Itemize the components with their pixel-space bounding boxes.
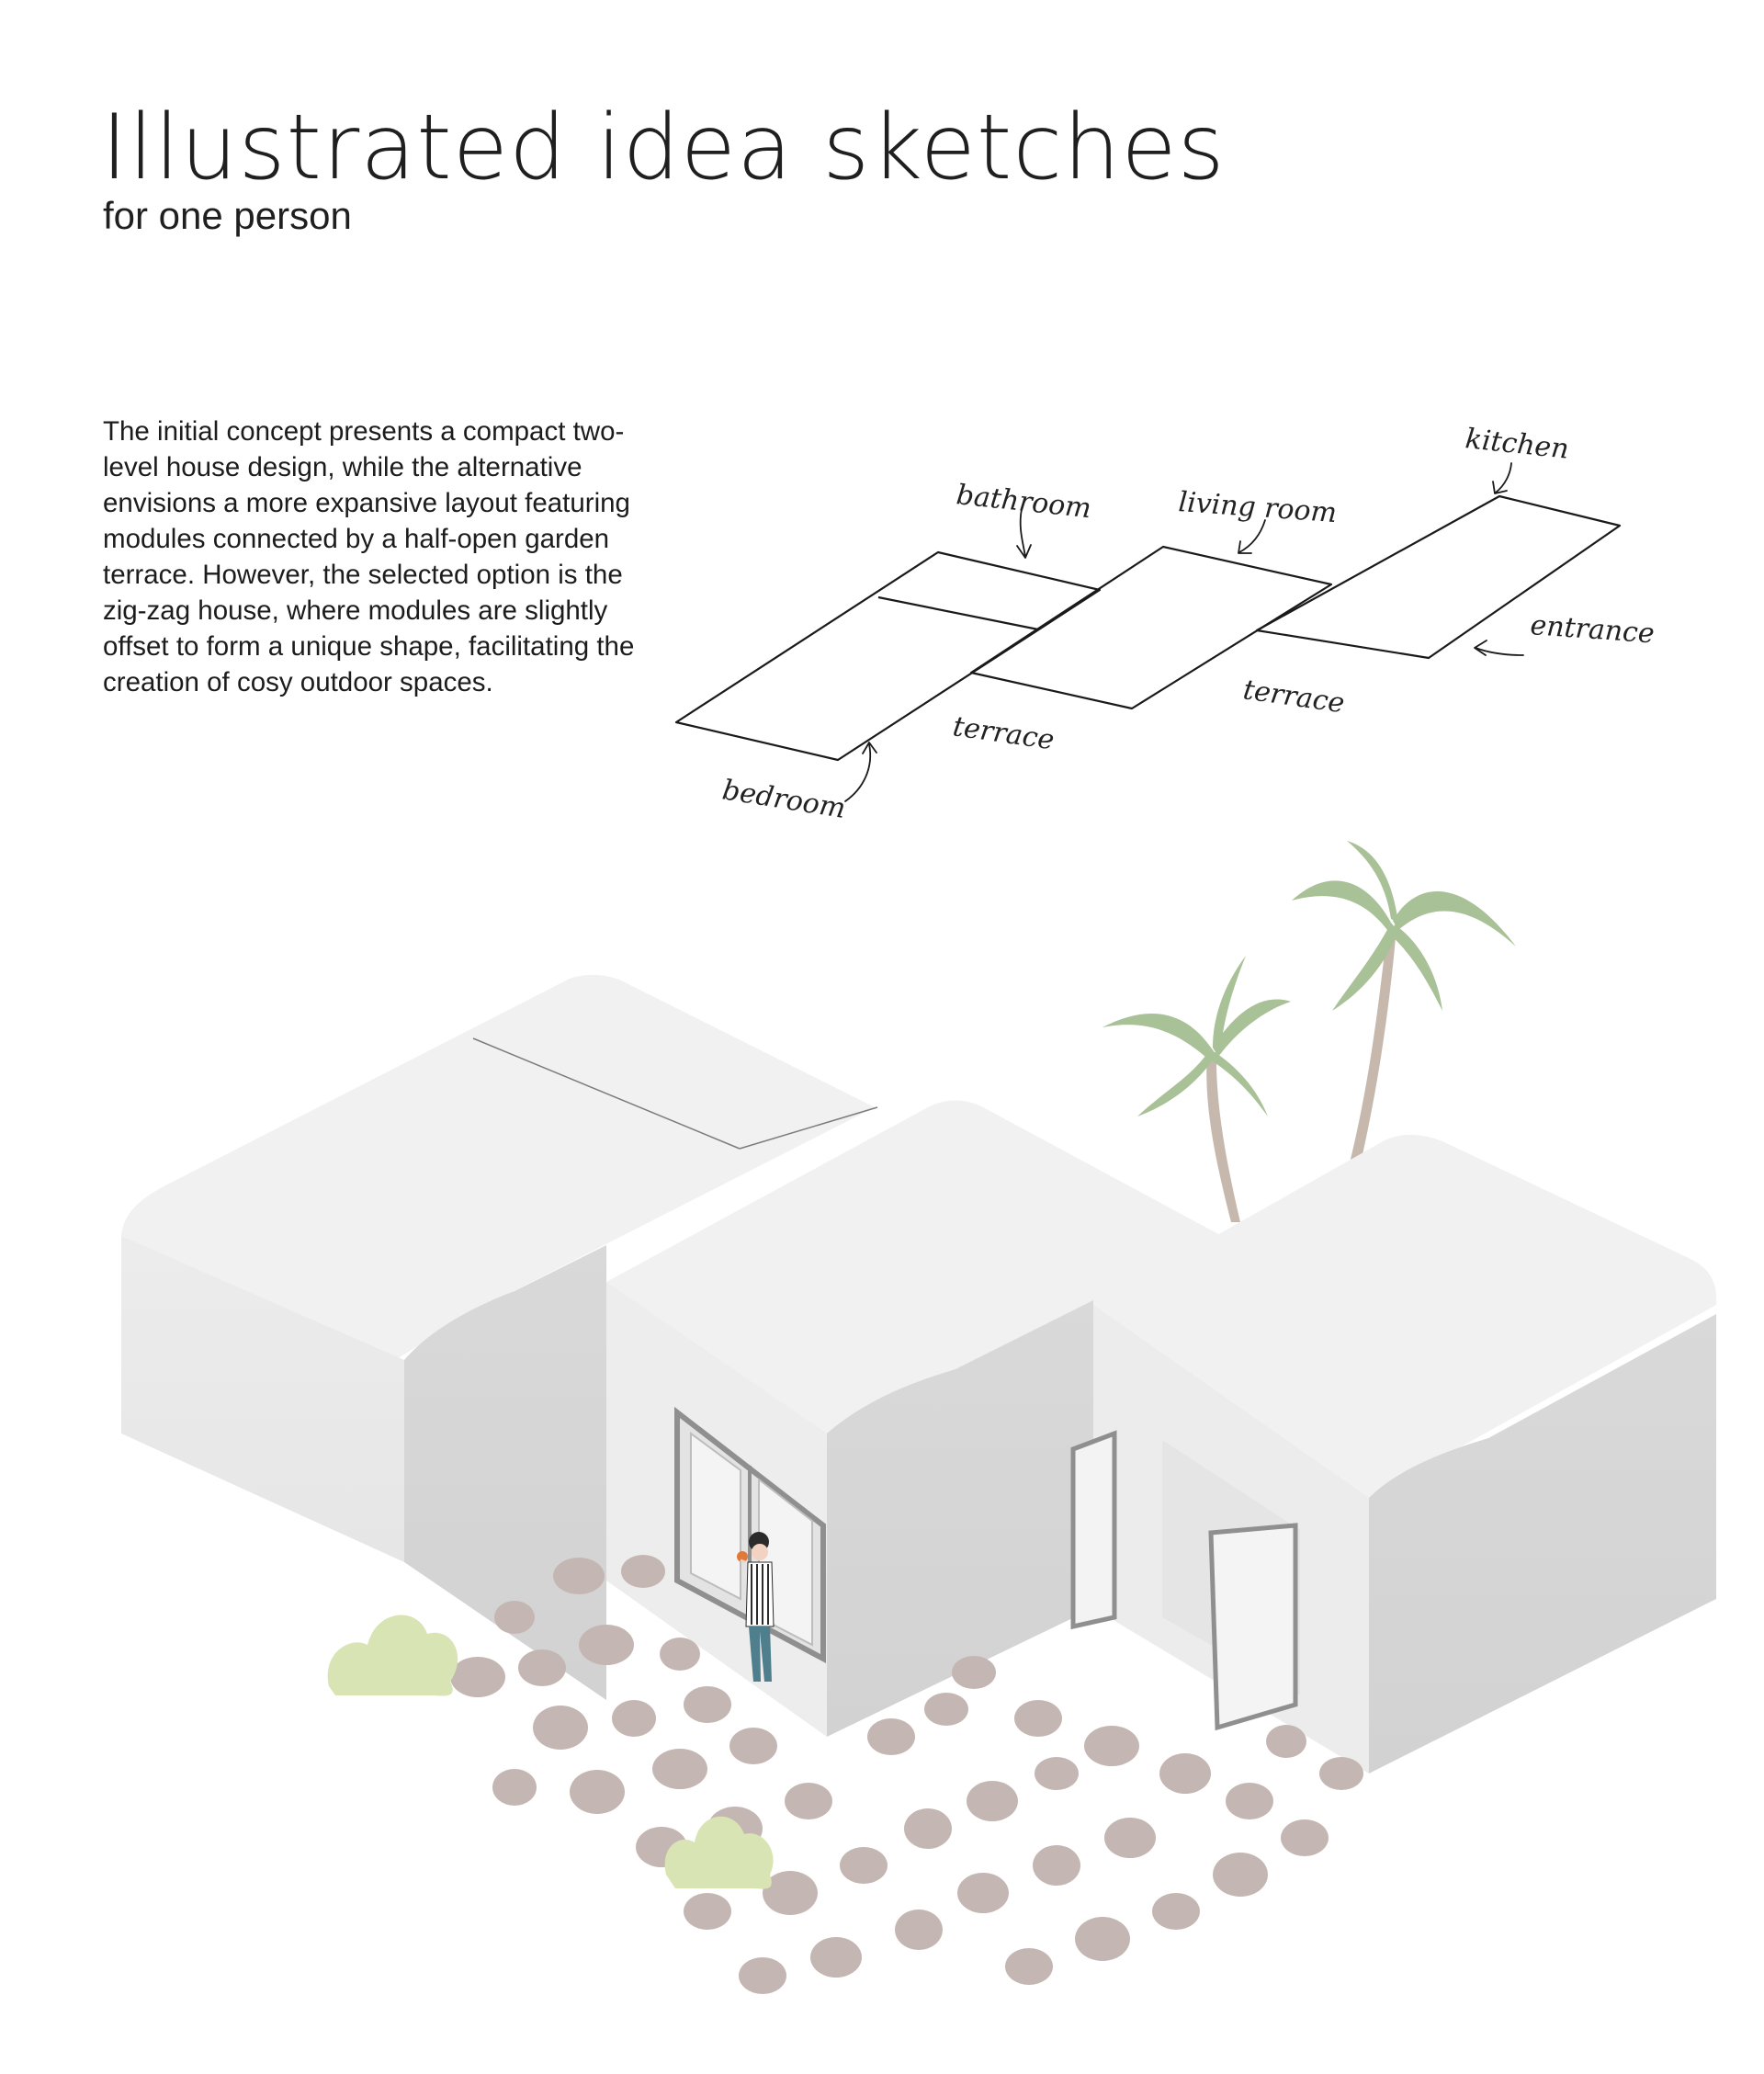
bathroom-label: bathroom (955, 479, 1092, 525)
shrub-left (327, 1615, 458, 1696)
kitchen-door (1070, 1430, 1300, 1731)
concept-description: The initial concept presents a compact t… (103, 416, 635, 697)
kitchen-arrow (1492, 462, 1512, 494)
living-room-module (969, 545, 1333, 710)
house-illustration (121, 841, 1717, 1994)
kitchen-module (1255, 494, 1622, 660)
living-room-label: living room (1177, 486, 1338, 529)
bedroom-bathroom-module (674, 550, 1102, 762)
entrance-arrow (1474, 640, 1524, 656)
palm-tree-large (1292, 841, 1516, 1167)
page-subtitle: for one person (103, 194, 352, 237)
page-title: Illustrated idea sketches (101, 96, 1226, 200)
shrub-bottom (664, 1816, 774, 1889)
bedroom-module (121, 974, 878, 1700)
terrace-right-label: terrace (1241, 674, 1347, 720)
kitchen-label: kitchen (1464, 423, 1570, 466)
bathroom-arrow (1016, 508, 1032, 559)
floor-plan-sketch: bathroom living room kitchen entrance te… (674, 423, 1656, 825)
palm-tree-small (1102, 956, 1291, 1222)
bedroom-arrow (844, 742, 877, 802)
entrance-label: entrance (1529, 609, 1655, 650)
person-figure (737, 1532, 775, 1682)
terrace-left-label: terrace (951, 710, 1057, 756)
living-room-arrow (1238, 519, 1266, 554)
